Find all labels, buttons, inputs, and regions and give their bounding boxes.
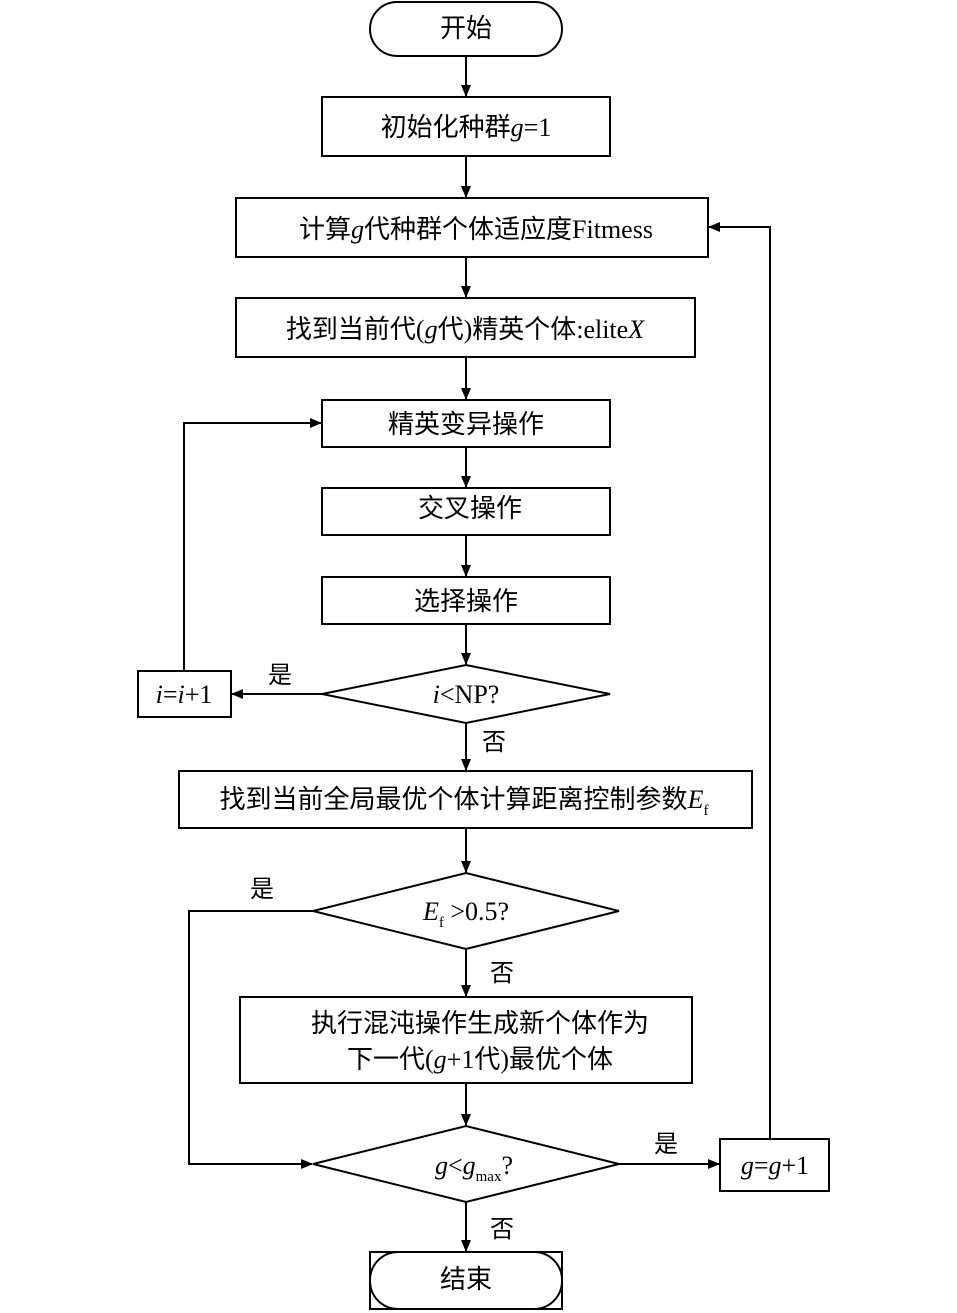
label-g-no: 否 bbox=[490, 1217, 514, 1243]
global-best-label: 找到当前全局最优个体计算距离控制参数Ef bbox=[220, 785, 709, 819]
decision-g-max: g<gmax? bbox=[312, 1124, 620, 1204]
arrow-ef-yes bbox=[188, 910, 313, 1169]
elite-label: 找到当前代(g代)精英个体:eliteX bbox=[286, 315, 645, 344]
arrow-loop-to-mutation bbox=[183, 418, 322, 671]
fitness-label: 计算g代种群个体适应度Fitmess bbox=[299, 215, 653, 244]
selection-box: 选择操作 bbox=[321, 576, 611, 625]
init-population-box: 初始化种群g=1 bbox=[321, 96, 611, 157]
chaos-box: 执行混沌操作生成新个体作为 下一代(g+1代)最优个体 bbox=[239, 996, 693, 1084]
increment-g-label: g=g+1 bbox=[741, 1151, 809, 1180]
decision-i-np: i<NP? bbox=[321, 663, 611, 725]
label-ef-yes: 是 bbox=[250, 877, 274, 903]
init-population-label: 初始化种群g=1 bbox=[381, 113, 552, 142]
start-node: 开始 bbox=[369, 1, 563, 57]
crossover-label: 交叉操作 bbox=[418, 494, 522, 523]
decision-ef: Ef >0.5? bbox=[312, 871, 620, 951]
label-ef-no: 否 bbox=[490, 961, 514, 987]
chaos-label-line1: 执行混沌操作生成新个体作为 bbox=[311, 1009, 649, 1038]
end-node: 结束 bbox=[369, 1251, 563, 1310]
selection-label: 选择操作 bbox=[414, 587, 518, 616]
increment-i-label: i=i+1 bbox=[156, 680, 213, 709]
elite-box: 找到当前代(g代)精英个体:eliteX bbox=[235, 297, 696, 358]
mutation-box: 精英变异操作 bbox=[321, 399, 611, 448]
decision-i-np-label: i<NP? bbox=[433, 680, 500, 709]
arrow-loop-to-fitness bbox=[708, 222, 771, 1139]
end-label: 结束 bbox=[440, 1265, 492, 1294]
crossover-box: 交叉操作 bbox=[321, 487, 611, 536]
increment-i-box: i=i+1 bbox=[137, 670, 232, 718]
chaos-label-line2: 下一代(g+1代)最优个体 bbox=[347, 1045, 613, 1074]
mutation-label: 精英变异操作 bbox=[388, 410, 544, 439]
label-g-yes: 是 bbox=[654, 1132, 678, 1158]
label-np-yes: 是 bbox=[268, 663, 292, 689]
start-label: 开始 bbox=[440, 14, 492, 43]
fitness-box: 计算g代种群个体适应度Fitmess bbox=[235, 197, 709, 258]
connectors bbox=[183, 56, 771, 1252]
decision-ef-label: Ef >0.5? bbox=[422, 897, 509, 931]
global-best-box: 找到当前全局最优个体计算距离控制参数Ef bbox=[178, 770, 753, 829]
increment-g-box: g=g+1 bbox=[719, 1138, 830, 1192]
label-np-no: 否 bbox=[482, 730, 506, 756]
decision-g-max-label: g<gmax? bbox=[435, 1151, 513, 1185]
